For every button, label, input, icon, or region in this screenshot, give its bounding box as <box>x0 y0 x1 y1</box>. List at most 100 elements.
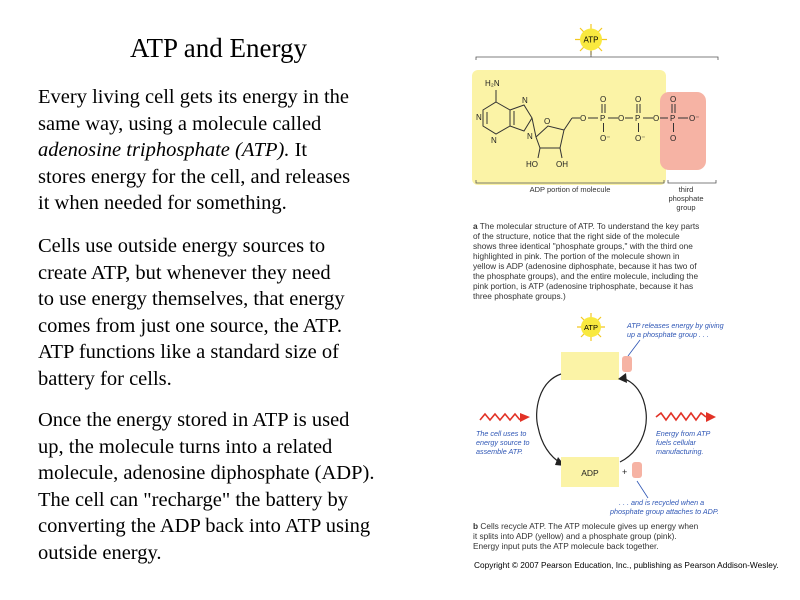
cycle-arc-left <box>536 373 563 465</box>
energy-out-note: manufacturing. <box>656 447 704 456</box>
caption-label: a <box>473 221 478 231</box>
paragraph-atp-intro: Every living cell gets its energy in the… <box>38 84 448 217</box>
ribose-o-label: O <box>544 117 550 126</box>
text-fragment: It <box>289 139 308 161</box>
energy-out-zigzag <box>655 411 707 422</box>
cycle-arrowhead-right <box>618 373 627 383</box>
caption-line: Cells recycle ATP. The ATP molecule give… <box>480 521 699 531</box>
text-line: Once the energy stored in ATP is used <box>38 409 350 431</box>
text-line: battery for cells. <box>38 367 172 390</box>
caption-line: Energy input puts the ATP molecule back … <box>473 541 659 551</box>
releases-pointer <box>627 339 641 357</box>
energy-out-arrowhead <box>706 412 716 422</box>
phosphate-o-top: O <box>600 95 606 104</box>
atp-cycle-badge-label: ATP <box>584 323 598 332</box>
energy-in-note: assemble ATP. <box>476 447 523 456</box>
terminal-o-label: O⁻ <box>689 114 699 123</box>
text-line: Cells use outside energy sources to <box>38 235 326 257</box>
text-line: same way, using a molecule called <box>38 112 322 135</box>
atp-cycle-badge: ATP <box>577 313 605 341</box>
atp-badge-label: ATP <box>584 36 599 45</box>
phosphate-p-label: P <box>670 114 675 123</box>
ring-n-label: N <box>527 132 533 141</box>
bridge-o-label: O <box>653 114 659 123</box>
caption-line: of the structure, notice that the right … <box>473 231 680 241</box>
text-line: to use energy themselves, that energy <box>38 288 345 310</box>
caption-line: highlighted in pink. The portion of the … <box>473 251 680 261</box>
ring-n-label: N <box>476 113 482 122</box>
top-bracket <box>475 56 719 60</box>
energy-in-arrowhead <box>520 413 530 422</box>
caption-line: the phosphate groups), and the entire mo… <box>473 271 699 281</box>
phosphate-o-bottom: O⁻ <box>635 134 645 143</box>
third-phosphate-bracket <box>667 180 717 184</box>
bridge-o-label: O <box>580 114 586 123</box>
energy-out-note: fuels cellular <box>656 438 697 447</box>
italic-term: adenosine triphosphate (ATP). <box>38 139 290 161</box>
bridge-o-label: O <box>618 114 624 123</box>
third-phosphate-label: group <box>676 203 695 212</box>
third-phosphate-label: third <box>679 185 694 194</box>
amine-label: H₂N <box>485 79 500 88</box>
text-line: adenosine triphosphate (ATP). It <box>38 137 448 164</box>
text-line: up, the molecule turns into a related <box>38 435 333 458</box>
oh-label: OH <box>556 160 568 169</box>
phosphate-p-label: P <box>635 114 640 123</box>
text-line: molecule, adenosine diphosphate (ADP). <box>38 462 375 484</box>
recycled-note: phosphate group attaches to ADP. <box>609 507 719 516</box>
recycled-note: . . . and is recycled when a <box>619 498 704 507</box>
phosphate-o-top: O <box>635 95 641 104</box>
adp-label: ADP <box>581 468 599 478</box>
adp-portion-label: ADP portion of molecule <box>530 185 611 194</box>
text-line: The cell can "recharge" the battery by <box>38 488 349 511</box>
recycled-pointer <box>636 480 649 499</box>
ribose-ring <box>531 117 580 159</box>
phosphate-o-top: O <box>670 95 676 104</box>
text-line: ATP functions like a standard size of <box>38 341 339 363</box>
adp-block <box>561 457 619 487</box>
phosphate-o-bottom: O <box>670 134 676 143</box>
atp-phosphate-block <box>622 356 632 372</box>
cycle-arc-right <box>619 377 647 463</box>
free-phosphate-block <box>632 462 642 478</box>
caption-line: pink portion, is ATP (adenosine triphosp… <box>473 281 694 291</box>
phosphate-chain-bonds <box>588 104 688 132</box>
third-phosphate-label: phosphate <box>668 194 703 203</box>
atp-adp-block <box>561 352 619 380</box>
text-line: converting the ADP back into ATP using <box>38 515 371 537</box>
adp-region <box>472 70 666 185</box>
atp-badge: ATP <box>575 24 607 55</box>
energy-in-note: energy source to <box>476 438 530 447</box>
releases-note: ATP releases energy by giving <box>626 321 724 330</box>
phosphate-p-label: P <box>600 114 605 123</box>
adenine-rings <box>482 90 533 135</box>
caption-line: yellow is ADP (adenosine diphosphate, be… <box>473 261 697 271</box>
phosphate-o-bottom: O⁻ <box>600 134 610 143</box>
copyright-notice: Copyright © 2007 Pearson Education, Inc.… <box>474 560 779 570</box>
caption-line: it splits into ADP (yellow) and a phosph… <box>473 531 677 541</box>
text-line: create ATP, but whenever they need <box>38 261 331 284</box>
text-line: outside energy. <box>38 541 162 564</box>
caption-line: three phosphate groups.) <box>473 291 566 301</box>
paragraph-energy-sources: Cells use outside energy sources to crea… <box>38 233 448 392</box>
adp-bracket <box>475 180 665 184</box>
text-line: Every living cell gets its energy in the <box>38 86 350 108</box>
figure-b-caption: b Cells recycle ATP. The ATP molecule gi… <box>473 521 728 551</box>
plus-sign: + <box>622 467 627 477</box>
energy-out-note: Energy from ATP <box>656 429 711 438</box>
figure-a-caption: a The molecular structure of ATP. To und… <box>473 221 728 301</box>
caption-line: The molecular structure of ATP. To under… <box>479 221 700 231</box>
caption-label: b <box>473 521 479 531</box>
atp-structure-figure: ATP H₂N N N N N O HO OH <box>472 24 719 212</box>
releases-note: up a phosphate group . . . <box>627 330 709 339</box>
energy-in-note: The cell uses to <box>476 429 526 438</box>
text-line: comes from just one source, the ATP. <box>38 314 343 337</box>
text-line: stores energy for the cell, and releases <box>38 165 351 188</box>
slide-title: ATP and Energy <box>130 33 307 63</box>
third-phosphate-region <box>660 92 706 170</box>
energy-in-zigzag <box>479 412 521 422</box>
atp-cycle-figure: ATP ATP releases energy by giving up a p… <box>476 313 724 516</box>
paragraph-adp-recharge: Once the energy stored in ATP is used up… <box>38 407 448 566</box>
text-line: it when needed for something. <box>38 192 287 214</box>
ring-n-label: N <box>491 136 497 145</box>
